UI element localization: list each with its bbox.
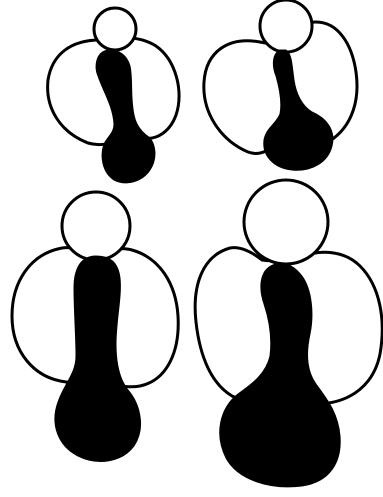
figure-top-right	[204, 0, 357, 170]
head-bottom-right	[244, 180, 328, 264]
head-top-left	[94, 8, 136, 50]
head-bottom-left	[62, 192, 130, 260]
figure-bottom-right	[195, 180, 382, 487]
head-top-right	[260, 0, 312, 52]
figure-top-left	[48, 8, 179, 183]
figure-bottom-left	[12, 192, 178, 461]
